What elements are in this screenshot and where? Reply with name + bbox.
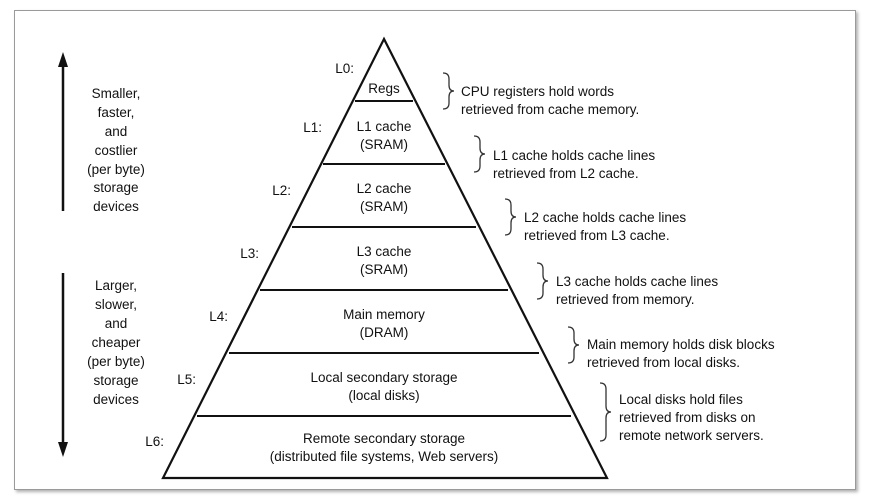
left-top-text-2: faster, <box>98 105 135 120</box>
left-bottom-text-6: storage <box>93 373 138 388</box>
description-l5-line3: remote network servers. <box>619 428 764 443</box>
level-type-l6: (distributed file systems, Web servers) <box>270 449 499 464</box>
brace-l4 <box>567 326 580 364</box>
level-name-l4: Main memory <box>343 307 425 322</box>
description-l4-line1: Main memory holds disk blocks <box>587 337 775 352</box>
left-top-text-3: and <box>105 124 128 139</box>
level-label-l5: L5: <box>177 372 196 387</box>
left-bottom-text-7: devices <box>93 392 139 407</box>
left-top-text-6: storage <box>93 180 138 195</box>
left-bottom-text-5: (per byte) <box>87 354 145 369</box>
description-l2-line1: L2 cache holds cache lines <box>524 210 686 225</box>
memory-hierarchy-diagram: L0: Regs L1: L1 cache (SRAM) L2: L2 cach… <box>58 36 775 480</box>
level-type-l2: (SRAM) <box>360 199 408 214</box>
brace-l2 <box>504 198 517 236</box>
brace-l5 <box>599 382 612 442</box>
level-label-l2: L2: <box>272 183 291 198</box>
description-l2-line2: retrieved from L3 cache. <box>524 228 670 243</box>
description-l3-line1: L3 cache holds cache lines <box>556 274 718 289</box>
level-name-l1: L1 cache <box>357 119 412 134</box>
left-top-text-7: devices <box>93 199 139 214</box>
left-top-text-5: (per byte) <box>87 162 145 177</box>
brace-l1 <box>473 135 486 173</box>
level-name-regs: Regs <box>368 81 400 96</box>
level-type-l4: (DRAM) <box>360 325 409 340</box>
level-name-l2: L2 cache <box>357 181 412 196</box>
level-type-l5: (local disks) <box>348 388 419 403</box>
left-bottom-text-3: and <box>105 316 128 331</box>
level-label-l1: L1: <box>303 120 322 135</box>
left-bottom-text-1: Larger, <box>95 278 137 293</box>
level-label-l3: L3: <box>240 246 259 261</box>
description-l1-line2: retrieved from L2 cache. <box>493 166 639 181</box>
level-type-l1: (SRAM) <box>360 137 408 152</box>
pyramid-outline <box>161 36 609 480</box>
level-label-l4: L4: <box>209 309 228 324</box>
description-l1-line1: L1 cache holds cache lines <box>493 148 655 163</box>
figure-frame: L0: Regs L1: L1 cache (SRAM) L2: L2 cach… <box>14 10 856 490</box>
level-type-l3: (SRAM) <box>360 262 408 277</box>
left-top-text-4: costlier <box>95 143 138 158</box>
description-l3-line2: retrieved from memory. <box>556 292 695 307</box>
level-name-l5: Local secondary storage <box>310 370 457 385</box>
description-l5-line1: Local disks hold files <box>619 392 743 407</box>
up-arrow-head <box>58 52 68 67</box>
description-l0-line1: CPU registers hold words <box>461 84 614 99</box>
level-label-l6: L6: <box>145 434 164 449</box>
left-top-text-1: Smaller, <box>92 86 141 101</box>
brace-l3 <box>536 262 549 300</box>
brace-l0 <box>442 72 455 110</box>
left-bottom-text-4: cheaper <box>92 335 141 350</box>
description-l0-line2: retrieved from cache memory. <box>461 102 639 117</box>
description-l5-line2: retrieved from disks on <box>619 410 756 425</box>
level-name-l6: Remote secondary storage <box>303 431 465 446</box>
level-name-l3: L3 cache <box>357 244 412 259</box>
down-arrow-head <box>58 442 68 457</box>
left-bottom-text-2: slower, <box>95 297 137 312</box>
level-label-l0: L0: <box>335 61 354 76</box>
description-l4-line2: retrieved from local disks. <box>587 355 740 370</box>
